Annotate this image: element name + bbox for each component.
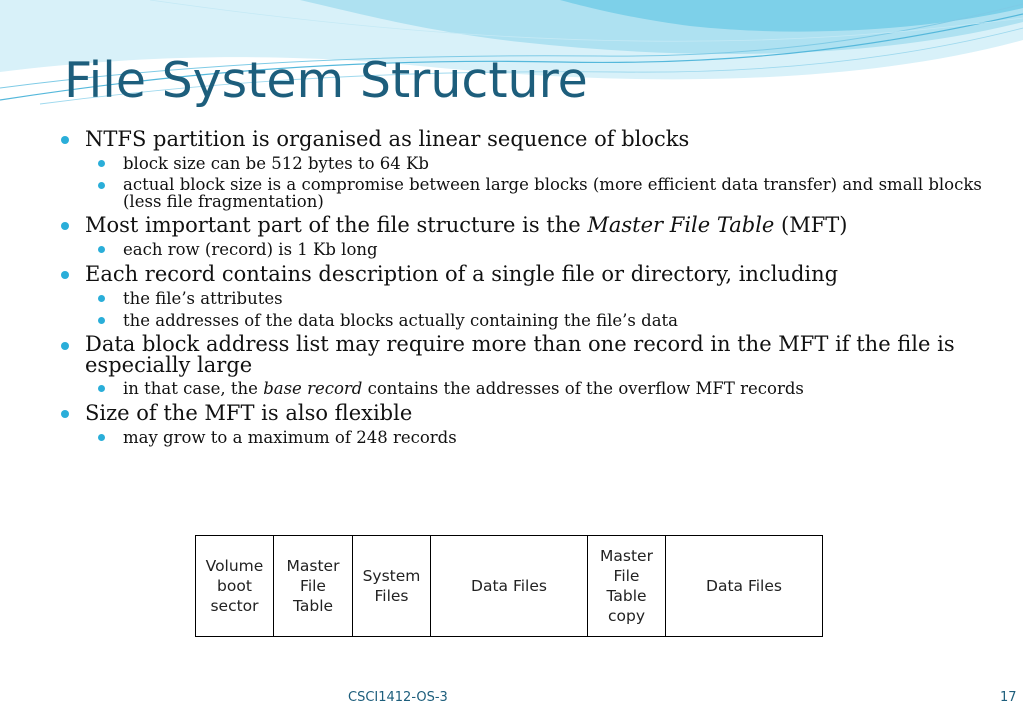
cell-line: System: [362, 567, 421, 585]
bullet-ntfs-partition: NTFS partition is organised as linear se…: [60, 128, 985, 151]
footer-course-code: CSCI1412-OS-3: [348, 690, 448, 705]
bullet-text: in that case, the: [123, 379, 264, 398]
sub-bullet-mft-max: may grow to a maximum of 248 records: [97, 428, 985, 447]
bullet-text: contains the addresses of the overflow M…: [362, 379, 804, 398]
volume-boot-sector-cell: Volume boot sector: [195, 535, 274, 637]
bullet-master-file-table: Most important part of the file structur…: [60, 214, 985, 237]
system-files-cell: System Files: [352, 535, 431, 637]
header-wave-decoration: [0, 0, 1023, 105]
slide-number: 17: [1000, 690, 1017, 705]
bullet-mft-size: Size of the MFT is also flexible: [60, 402, 985, 425]
sub-bullet-record-size: each row (record) is 1 Kb long: [97, 240, 985, 259]
cell-line: Files: [374, 587, 409, 605]
cell-line: Master: [286, 557, 340, 575]
bullet-text: (MFT): [774, 213, 848, 237]
master-file-table-cell: Master File Table: [273, 535, 353, 637]
emphasis-term: Master File Table: [587, 213, 775, 237]
cell-line: File: [613, 567, 640, 585]
cell-line: copy: [607, 607, 646, 625]
bullet-address-list: Data block address list may require more…: [60, 334, 985, 376]
cell-line: boot: [217, 577, 252, 595]
cell-line: Table: [292, 597, 334, 615]
bullet-text: Most important part of the file structur…: [85, 213, 588, 237]
slide-title: File System Structure: [64, 52, 588, 109]
cell-line: sector: [210, 597, 259, 615]
bullet-record-description: Each record contains description of a si…: [60, 263, 985, 286]
master-file-table-copy-cell: Master File Table copy: [587, 535, 666, 637]
data-files-cell: Data Files: [430, 535, 588, 637]
sub-bullet-data-block-addresses: the addresses of the data blocks actuall…: [97, 311, 985, 330]
ntfs-partition-layout-diagram: Volume boot sector Master File Table Sys…: [195, 535, 823, 637]
cell-line: Data Files: [471, 577, 547, 595]
data-files-cell: Data Files: [665, 535, 823, 637]
sub-bullet-block-size: block size can be 512 bytes to 64 Kb: [97, 154, 985, 173]
cell-line: Master: [600, 547, 653, 565]
cell-line: Data Files: [706, 577, 782, 595]
bullet-list: NTFS partition is organised as linear se…: [60, 124, 985, 447]
emphasis-term: base record: [263, 379, 363, 398]
cell-line: Volume: [205, 557, 264, 575]
sub-bullet-block-size-compromise: actual block size is a compromise betwee…: [97, 176, 985, 210]
cell-line: Table: [606, 587, 647, 605]
sub-bullet-file-attributes: the file’s attributes: [97, 289, 985, 308]
cell-line: File: [300, 577, 326, 595]
sub-bullet-base-record: in that case, the base record contains t…: [97, 379, 985, 398]
